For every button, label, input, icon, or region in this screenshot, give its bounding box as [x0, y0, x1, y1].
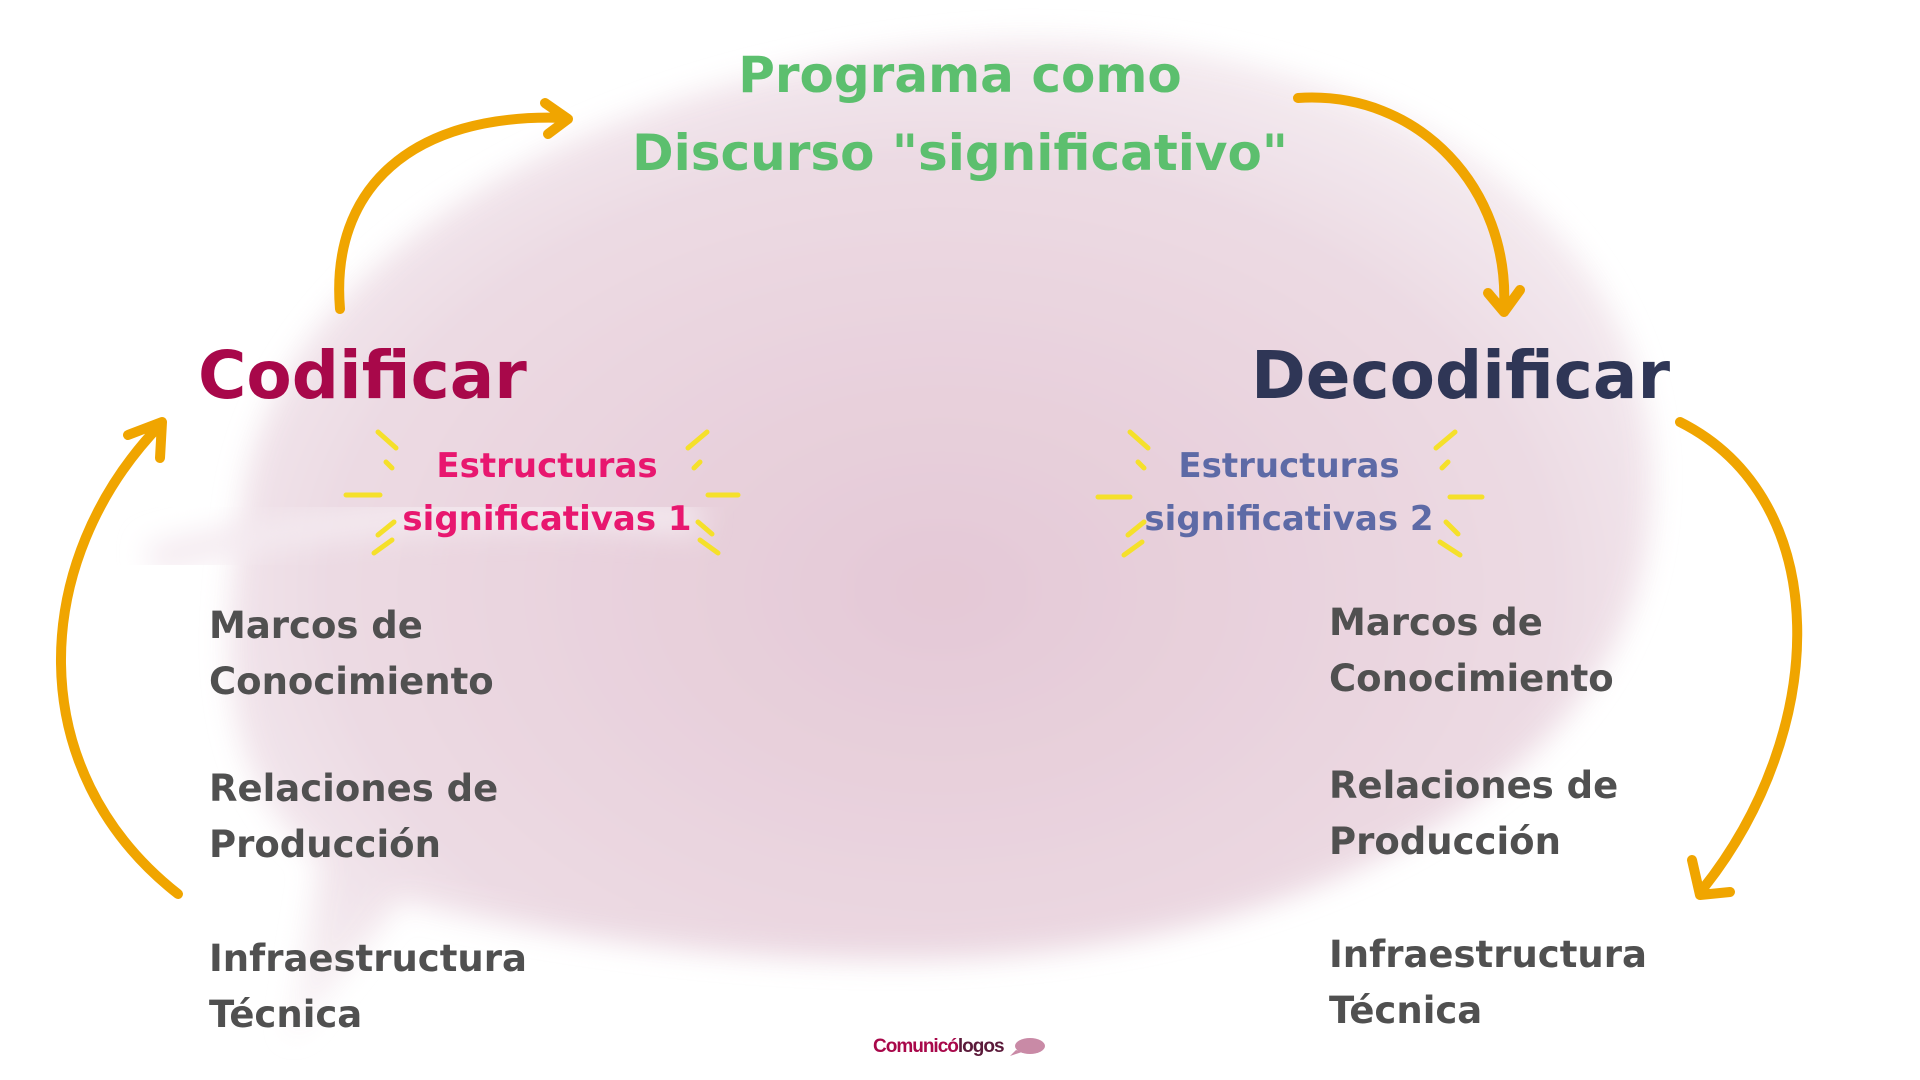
comunicologos-logo: Comunicólogos — [873, 1036, 1046, 1058]
structures-line: Estructuras — [436, 446, 658, 486]
structures-line: Estructuras — [1178, 446, 1400, 486]
item-line: Técnica — [209, 993, 363, 1036]
logo-part-2: logos — [957, 1036, 1005, 1058]
item-line: Marcos de — [209, 604, 423, 647]
right-item-production: Relaciones de Producción — [1329, 758, 1618, 870]
item-line: Infraestructura — [1329, 933, 1647, 976]
meaning-structures-2: Estructuras significativas 2 — [1089, 440, 1489, 546]
logo-part-1: Comunicó — [873, 1036, 959, 1058]
item-line: Marcos de — [1329, 601, 1543, 644]
left-item-production: Relaciones de Producción — [209, 761, 498, 873]
item-line: Producción — [1329, 820, 1561, 863]
item-line: Relaciones de — [209, 767, 499, 810]
arrow-encode-to-program — [334, 98, 573, 314]
encode-heading: Codificar — [198, 337, 527, 414]
left-item-knowledge: Marcos de Conocimiento — [209, 598, 494, 710]
arrow-left-loop — [56, 417, 183, 899]
title-line-1: Programa como — [738, 46, 1182, 104]
arrow-right-loop — [1675, 417, 1803, 900]
speech-bubble-logo-icon — [1009, 1038, 1045, 1056]
sparkles — [343, 429, 1485, 558]
item-line: Producción — [209, 823, 441, 866]
title-line-2: Discurso "significativo" — [632, 124, 1288, 182]
item-line: Conocimiento — [209, 660, 494, 703]
item-line: Infraestructura — [209, 937, 527, 980]
right-item-knowledge: Marcos de Conocimiento — [1329, 595, 1614, 707]
arrow-program-to-decode — [1293, 92, 1525, 317]
structures-line: significativas 2 — [1144, 499, 1434, 539]
item-line: Técnica — [1329, 989, 1483, 1032]
decode-heading: Decodificar — [1251, 337, 1671, 414]
meaning-structures-1: Estructuras significativas 1 — [347, 440, 747, 546]
item-line: Relaciones de — [1329, 764, 1619, 807]
item-line: Conocimiento — [1329, 657, 1614, 700]
structures-line: significativas 1 — [402, 499, 692, 539]
program-title: Programa como Discurso "significativo" — [0, 36, 1920, 192]
